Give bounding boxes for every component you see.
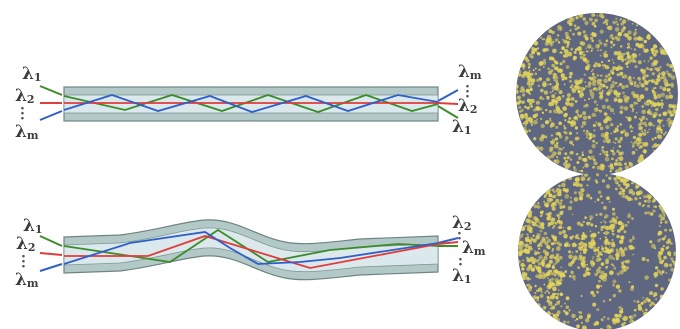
bent-input-label-m: λm bbox=[15, 270, 39, 290]
straight-input-label-m: λm bbox=[15, 122, 39, 142]
straight-input-ellipsis: ··· bbox=[20, 101, 25, 127]
lambda-symbol: λ bbox=[15, 86, 27, 106]
lambda-subscript: 2 bbox=[27, 241, 36, 254]
speckle-pattern-bottom bbox=[518, 173, 676, 329]
straight-output-arrow-blue bbox=[437, 89, 459, 102]
bent-input-ellipsis: ··· bbox=[21, 249, 26, 275]
bent-input-arrow-red bbox=[39, 252, 63, 256]
bent-input-arrow-blue bbox=[39, 263, 63, 272]
lambda-subscript: 2 bbox=[26, 93, 35, 106]
lambda-symbol: λ bbox=[452, 266, 464, 286]
lambda-subscript: 1 bbox=[33, 71, 42, 84]
bent-output-label-2: λ2 bbox=[452, 213, 472, 233]
straight-output-label-m: λm bbox=[458, 62, 482, 82]
straight-input-label-1: λ1 bbox=[22, 64, 42, 84]
bent-fiber bbox=[39, 219, 459, 281]
bent-input-arrow-green bbox=[39, 235, 63, 247]
lambda-subscript: 1 bbox=[463, 124, 472, 137]
bent-output-label-m: λm bbox=[462, 238, 486, 258]
speckle-pattern-top bbox=[516, 13, 678, 175]
straight-output-label-2: λ2 bbox=[458, 96, 478, 116]
straight-output-arrow-green bbox=[437, 105, 459, 119]
bent-output-arrow-red bbox=[437, 241, 459, 245]
bent-output-label-1: λ1 bbox=[452, 266, 472, 286]
lambda-subscript: m bbox=[473, 245, 486, 258]
straight-input-arrow-blue bbox=[39, 110, 63, 121]
lambda-symbol: λ bbox=[15, 122, 27, 142]
lambda-symbol: λ bbox=[458, 96, 470, 116]
lambda-subscript: 2 bbox=[469, 103, 478, 116]
lambda-subscript: 2 bbox=[463, 220, 472, 233]
bent-output-ellipsis-upper: ·· bbox=[457, 226, 462, 247]
bent-ray-red bbox=[64, 235, 439, 269]
bent-input-label-1: λ1 bbox=[23, 216, 43, 236]
straight-fiber bbox=[39, 85, 459, 122]
straight-output-label-1: λ1 bbox=[452, 117, 472, 137]
lambda-symbol: λ bbox=[462, 238, 474, 258]
straight-input-label-2: λ2 bbox=[15, 86, 35, 106]
lambda-symbol: λ bbox=[22, 64, 34, 84]
bent-output-ellipsis-lower: ·· bbox=[458, 252, 463, 273]
bent-input-label-2: λ2 bbox=[16, 234, 36, 254]
bent-ray-green bbox=[63, 228, 439, 263]
lambda-symbol: λ bbox=[16, 234, 28, 254]
bent-output-arrow-blue bbox=[437, 237, 459, 244]
lambda-symbol: λ bbox=[452, 117, 464, 137]
lambda-subscript: m bbox=[26, 129, 39, 142]
lambda-symbol: λ bbox=[458, 62, 470, 82]
straight-output-arrow-red bbox=[437, 102, 459, 105]
straight-input-arrow-green bbox=[39, 85, 63, 96]
lambda-subscript: m bbox=[26, 277, 39, 290]
lambda-subscript: 1 bbox=[463, 273, 472, 286]
bent-ray-blue bbox=[63, 231, 439, 265]
lambda-subscript: m bbox=[469, 69, 482, 82]
straight-ray-blue bbox=[63, 94, 439, 113]
lambda-symbol: λ bbox=[15, 270, 27, 290]
lambda-subscript: 1 bbox=[34, 223, 43, 236]
straight-output-ellipsis: ··· bbox=[465, 79, 470, 105]
lambda-symbol: λ bbox=[452, 213, 464, 233]
lambda-symbol: λ bbox=[23, 216, 35, 236]
